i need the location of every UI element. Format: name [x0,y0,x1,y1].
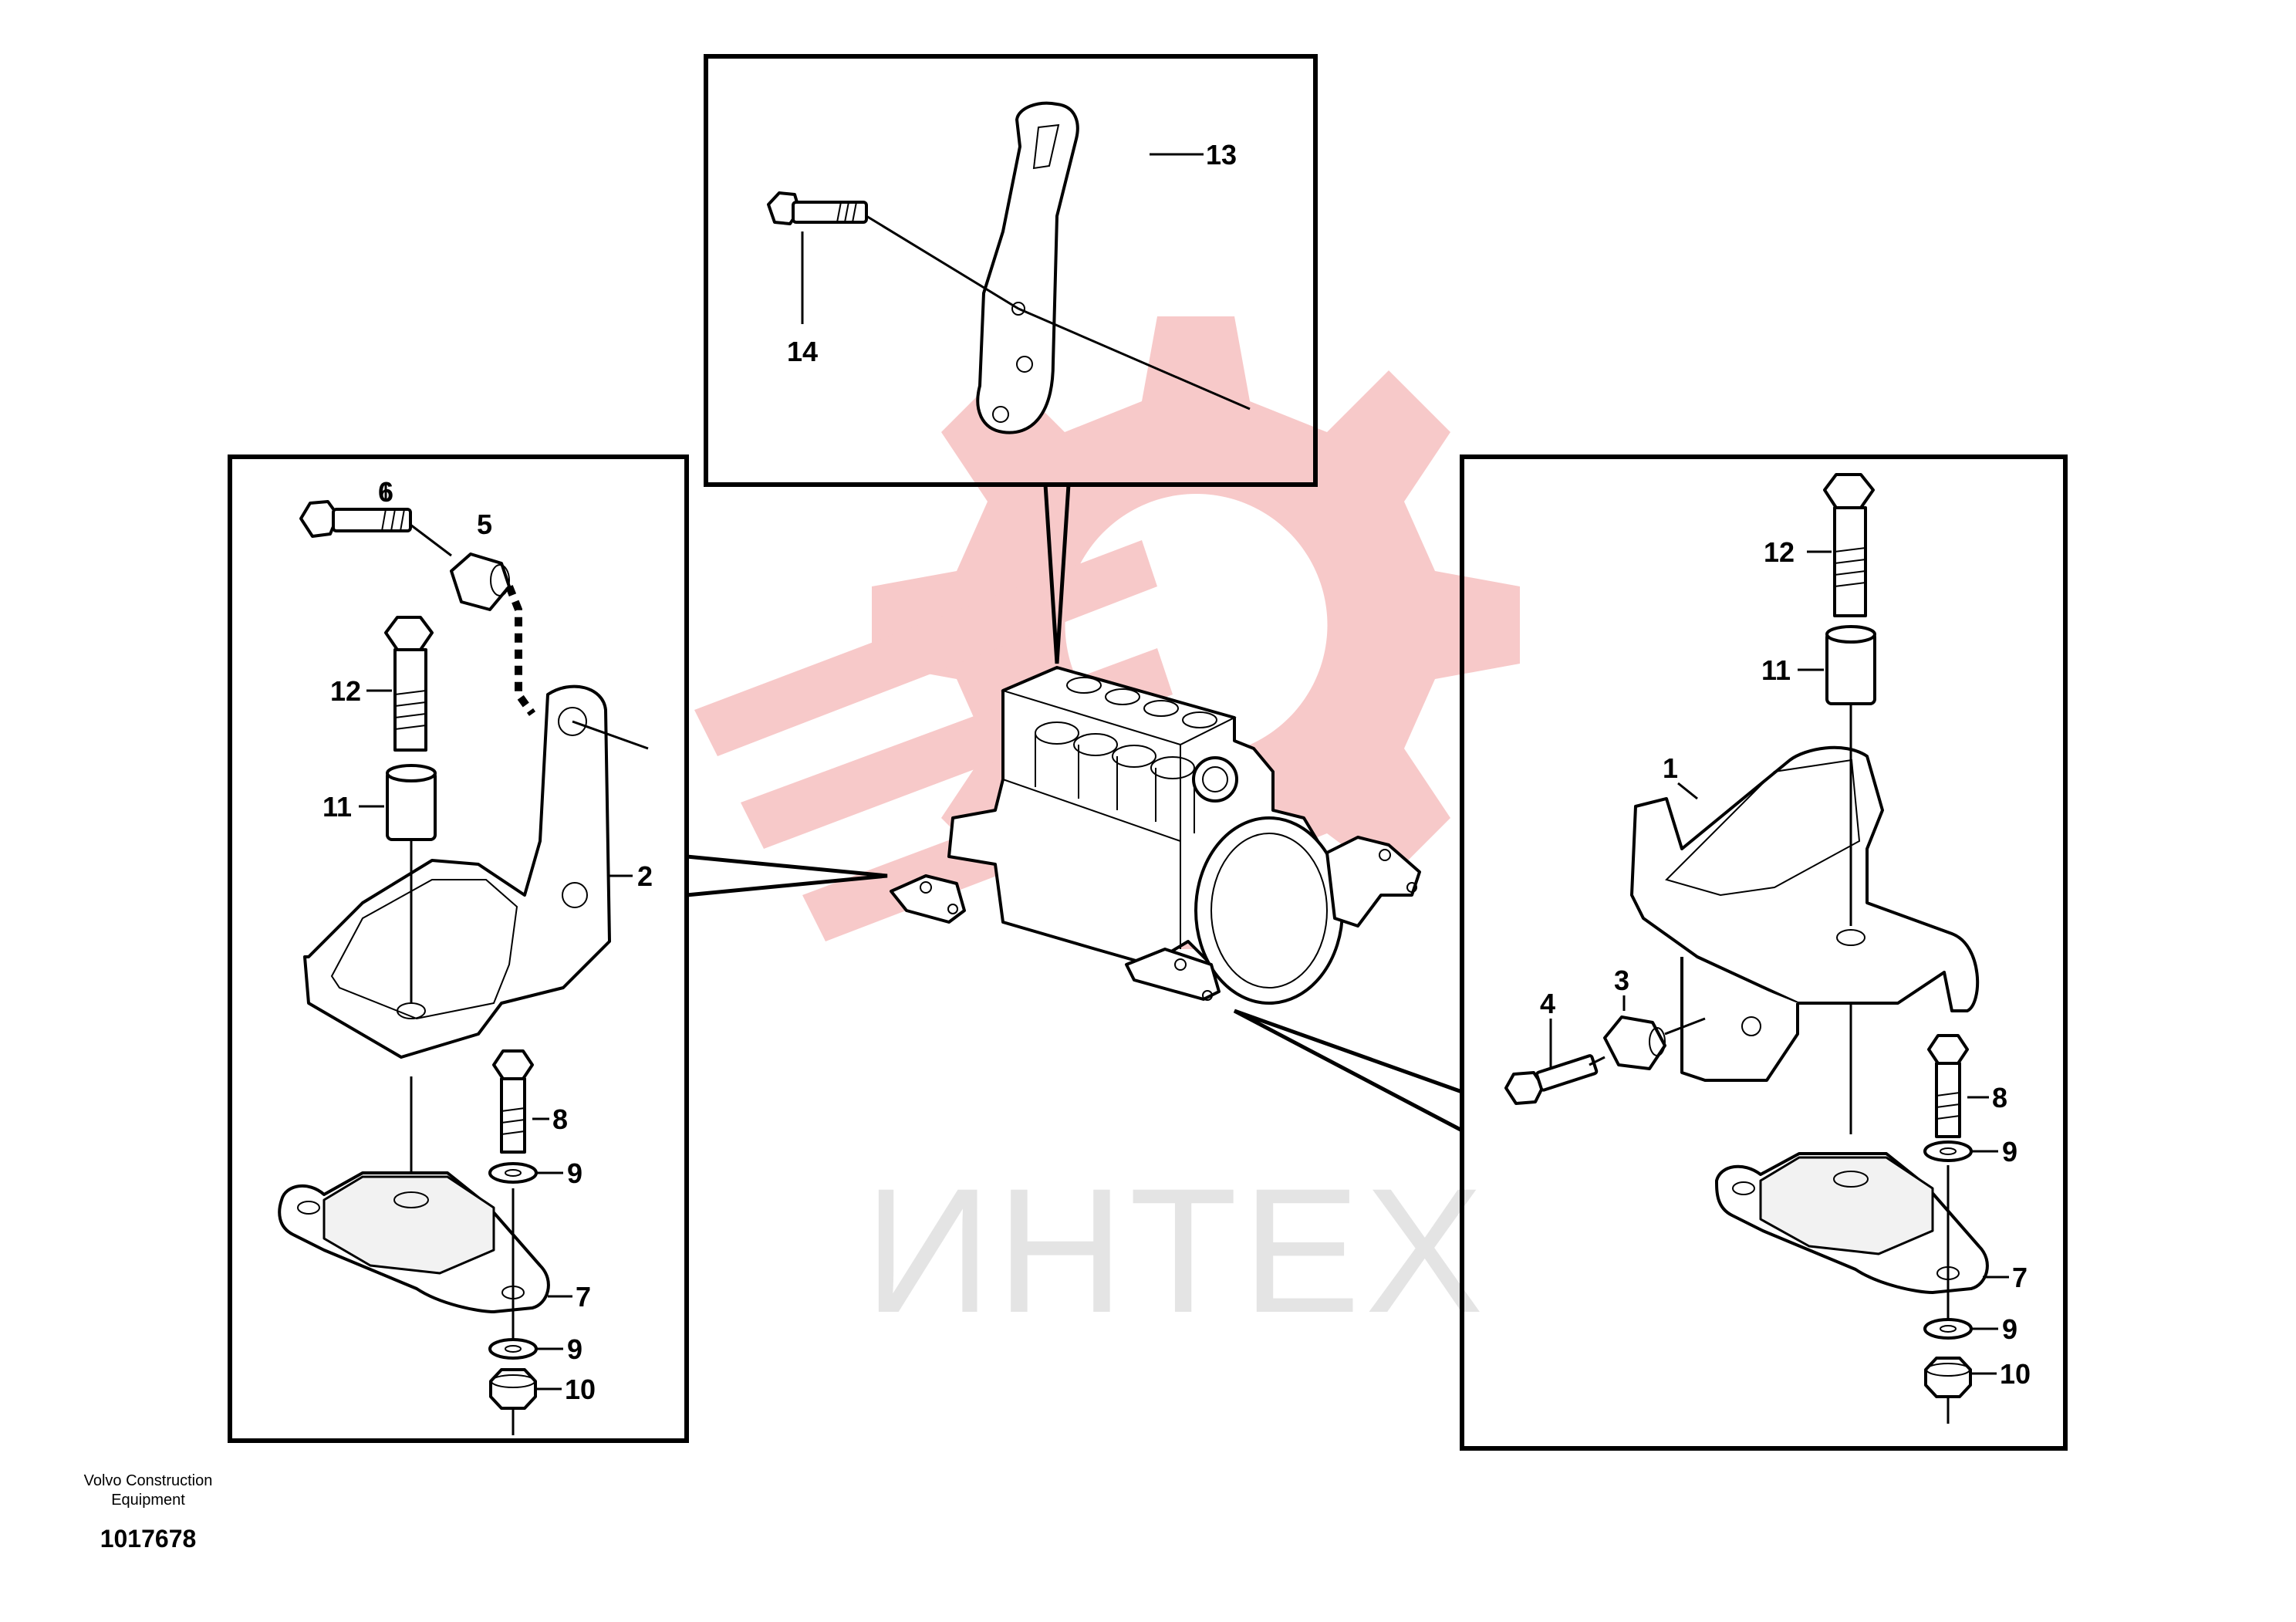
callout-3: 3 [1614,965,1629,996]
callout-12-left: 12 [330,675,361,707]
callout-12-right: 12 [1764,536,1795,568]
callout-10-right: 10 [2000,1358,2031,1390]
company-name-line1: Volvo Construction [84,1472,213,1489]
left-detail-box: 6 5 12 11 2 [228,454,888,1443]
top-detail-box: 13 14 [704,54,1318,664]
callout-14: 14 [787,336,818,367]
callout-11-right: 11 [1761,654,1791,686]
callout-2: 2 [637,860,653,892]
watermark-text: ИНТЕХ [864,1151,1488,1350]
callout-1: 1 [1663,752,1678,784]
callout-11-left: 11 [322,791,352,823]
drawing-number: 1017678 [100,1525,197,1553]
callout-9-right-upper: 9 [2002,1136,2017,1168]
callout-6: 6 [378,476,393,508]
callout-8-right: 8 [1992,1082,2007,1113]
company-name-line2: Equipment [111,1492,185,1509]
callout-9-right-lower: 9 [2002,1313,2017,1345]
callout-9-left-upper: 9 [567,1157,582,1189]
callout-10-left: 10 [565,1374,596,1405]
engine-block [890,666,1421,1005]
callout-7-right: 7 [2012,1262,2028,1293]
callout-7-left: 7 [576,1281,591,1313]
callout-9-left-lower: 9 [567,1333,582,1365]
right-detail-box: 12 11 1 3 4 8 [1233,454,2068,1451]
callout-5: 5 [477,509,492,540]
callout-8-left: 8 [552,1103,568,1135]
callout-4: 4 [1540,988,1555,1019]
callout-13: 13 [1206,139,1237,171]
